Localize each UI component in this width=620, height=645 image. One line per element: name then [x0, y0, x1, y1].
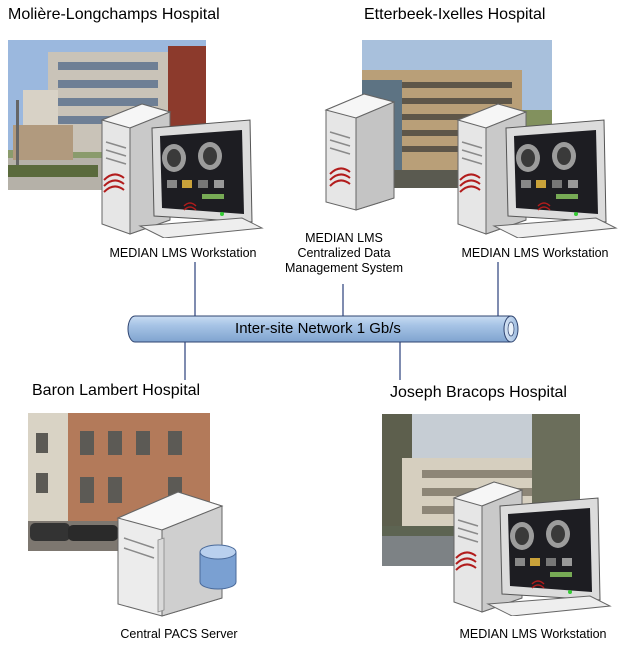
site-title-baron: Baron Lambert Hospital [32, 382, 201, 399]
server-tower-icon [116, 491, 224, 617]
server-tower-icon [324, 93, 396, 211]
monitor-icon [138, 119, 264, 238]
caption-etterbeek: MEDIAN LMS Workstation [461, 246, 609, 260]
site-title-moliere: Molière-Longchamps Hospital [8, 6, 220, 23]
workstation-joseph [452, 481, 612, 616]
hospital-photo-baron [28, 413, 210, 551]
caption-central-system: MEDIAN LMS Centralized Data Management S… [280, 231, 408, 276]
site-title-etterbeek: Etterbeek-Ixelles Hospital [364, 6, 546, 23]
network-pipe [127, 315, 519, 343]
caption-central-line-3: Management System [284, 261, 404, 275]
caption-joseph: MEDIAN LMS Workstation [459, 627, 607, 641]
monitor-icon [486, 497, 612, 616]
workstation-etterbeek [456, 103, 618, 238]
caption-central-line-2: Centralized Data [297, 246, 391, 260]
workstation-moliere [100, 103, 264, 238]
database-icon [199, 544, 237, 590]
caption-central-line-1: MEDIAN LMS [305, 231, 383, 245]
network-label: Inter-site Network 1 Gb/s [235, 320, 401, 337]
caption-moliere: MEDIAN LMS Workstation [109, 246, 257, 260]
central-lms-server [324, 93, 396, 211]
pacs-server [116, 491, 237, 617]
caption-baron: Central PACS Server [120, 627, 238, 641]
site-title-joseph: Joseph Bracops Hospital [390, 384, 567, 401]
monitor-icon [492, 119, 618, 238]
